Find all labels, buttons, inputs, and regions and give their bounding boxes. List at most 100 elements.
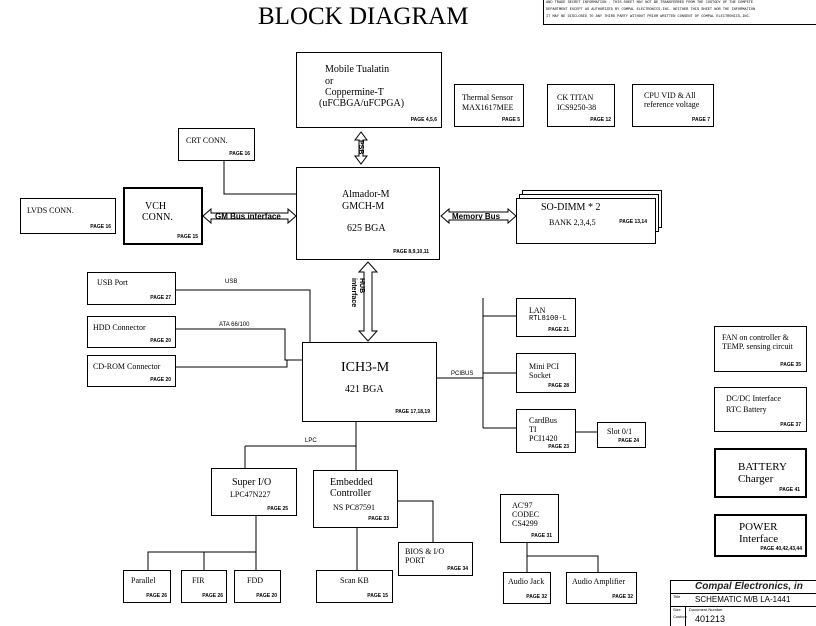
page-ref: PAGE 26 bbox=[146, 593, 167, 599]
clock-part: ICS9250-38 bbox=[557, 103, 597, 112]
dcdc-block: DC/DC Interface RTC Battery PAGE 37 bbox=[714, 387, 807, 432]
thermal-name: Thermal Sensor bbox=[462, 93, 513, 102]
wire-cdrom-ich bbox=[176, 360, 288, 368]
fdd-label: FDD bbox=[247, 576, 264, 585]
wire-superio-fanout bbox=[147, 516, 257, 570]
confidential-line: IT MAY BE DISCLOSED TO ANY THIRD PARTY W… bbox=[546, 15, 751, 19]
thermal-sensor-block: Thermal Sensor MAX1617MEE PAGE 5 bbox=[454, 84, 524, 127]
super-io-block: Super I/O LPC47N227 PAGE 25 bbox=[211, 468, 297, 516]
gm-bus-label: GM Bus interface bbox=[215, 212, 281, 221]
document-number: 401213 bbox=[695, 614, 726, 624]
confidential-line: DEPARTMENT EXCEPT AS AUTHORIZED BY COMPA… bbox=[546, 8, 756, 12]
confidential-line: AND TRADE SECRET INFORMATION . THIS SHEE… bbox=[546, 1, 754, 5]
ac97-codec-block: AC'97 CODEC CS4299 PAGE 31 bbox=[500, 494, 559, 543]
divider bbox=[671, 606, 816, 607]
dcdc-rtc: RTC Battery bbox=[726, 405, 767, 414]
usb-bus-label: USB bbox=[225, 279, 238, 285]
slot-label: Slot 0/1 bbox=[607, 427, 633, 436]
memory-bus-label: Memory Bus bbox=[452, 212, 501, 221]
custom-field-label: Custom bbox=[673, 614, 687, 619]
ec-name: Embedded bbox=[330, 477, 373, 488]
hdd-label: HDD Connector bbox=[93, 323, 146, 332]
psb-label: PSB bbox=[357, 140, 364, 155]
cdrom-label: CD-ROM Connector bbox=[93, 362, 161, 371]
lpc-bus-label: LPC bbox=[305, 438, 317, 444]
lan-name: LAN bbox=[529, 306, 546, 315]
page-ref: PAGE 20 bbox=[256, 593, 277, 599]
hdd-connector-block: HDD Connector PAGE 20 bbox=[87, 316, 176, 348]
page-ref: PAGE 32 bbox=[526, 594, 547, 600]
ac97-part: CS4299 bbox=[512, 519, 538, 528]
size-field-label: Size bbox=[673, 607, 681, 612]
minipci-name: Mini PCI bbox=[529, 362, 560, 371]
wire-crt-gmch bbox=[223, 161, 296, 195]
page-ref: PAGE 13,14 bbox=[619, 219, 647, 225]
cardbus-part: PCI1420 bbox=[529, 434, 558, 443]
cpu-or: or bbox=[325, 76, 334, 87]
minipci-socket: Socket bbox=[529, 371, 551, 380]
cpu-vid-block: CPU VID & All reference voltage PAGE 7 bbox=[632, 84, 714, 127]
hub-interface-label: HUB interface bbox=[349, 278, 365, 307]
battery-name: BATTERY bbox=[738, 461, 787, 473]
ich-block: ICH3-M 421 BGA PAGE 17,18,19 bbox=[302, 342, 437, 422]
wire-usb-ich bbox=[176, 289, 311, 342]
cpu-vid-desc: reference voltage bbox=[644, 100, 700, 109]
sodimm-block: SO-DIMM * 2 BANK 2,3,4,5 PAGE 13,14 bbox=[516, 198, 656, 244]
page-ref: PAGE 15 bbox=[177, 234, 198, 240]
page-ref: PAGE 33 bbox=[368, 516, 389, 522]
page-ref: PAGE 16 bbox=[90, 224, 111, 230]
dcdc-name: DC/DC Interface bbox=[726, 394, 781, 403]
cpu-alt-name: Coppermine-T bbox=[325, 87, 384, 98]
audiojack-label: Audio Jack bbox=[508, 577, 545, 586]
thermal-part: MAX1617MEE bbox=[462, 103, 514, 112]
page-ref: PAGE 27 bbox=[150, 295, 171, 301]
slot-block: Slot 0/1 PAGE 24 bbox=[597, 422, 646, 448]
fan-desc: TEMP. sensing circuit bbox=[722, 342, 793, 351]
cardbus-block: CardBus TI PCI1420 PAGE 23 bbox=[516, 409, 576, 453]
fir-block: FIR PAGE 26 bbox=[181, 570, 227, 603]
page-ref: PAGE 37 bbox=[780, 422, 801, 428]
page-ref: PAGE 17,18,19 bbox=[395, 409, 430, 415]
ich-package: 421 BGA bbox=[345, 384, 384, 395]
clock-name: CK TITAN bbox=[557, 93, 594, 102]
vch-connector-block: VCH CONN. PAGE 15 bbox=[123, 187, 203, 245]
vch-conn: CONN. bbox=[142, 212, 173, 223]
ac97-codec: CODEC bbox=[512, 510, 540, 519]
page-ref: PAGE 20 bbox=[150, 377, 171, 383]
scan-kb-block: Scan KB PAGE 15 bbox=[316, 570, 393, 603]
cpu-vid-name: CPU VID & All bbox=[644, 91, 696, 100]
bios-port-block: BIOS & I/O PORT PAGE 34 bbox=[398, 542, 473, 576]
ich-name: ICH3-M bbox=[341, 360, 390, 375]
parallel-label: Parallel bbox=[131, 576, 156, 585]
embedded-controller-block: Embedded Controller NS PC87591 PAGE 33 bbox=[313, 470, 398, 528]
divider bbox=[671, 593, 816, 594]
sodimm-name: SO-DIMM * 2 bbox=[541, 202, 601, 213]
clock-gen-block: CK TITAN ICS9250-38 PAGE 12 bbox=[547, 84, 615, 127]
gmch-type: GMCH-M bbox=[342, 201, 385, 212]
wire-ac97-amp bbox=[527, 555, 599, 572]
pci-bus-label: PCIBUS bbox=[451, 371, 474, 377]
hub-label-line2: interface bbox=[350, 278, 357, 308]
cpu-package: (uFCBGA/uFCPGA) bbox=[319, 98, 405, 109]
battery-charger-block: BATTERY Charger PAGE 41 bbox=[714, 448, 807, 498]
power-interface: Interface bbox=[739, 533, 779, 545]
ata-bus-label: ATA 66/100 bbox=[219, 322, 250, 328]
title-block: Compal Electronics, in Title SCHEMATIC M… bbox=[670, 580, 816, 626]
usb-label: USB Port bbox=[97, 278, 128, 287]
page-ref: PAGE 32 bbox=[612, 594, 633, 600]
page-ref: PAGE 41 bbox=[779, 487, 800, 493]
scankb-label: Scan KB bbox=[340, 576, 369, 585]
audio-amplifier-block: Audio Amplifier PAGE 32 bbox=[566, 572, 637, 604]
power-name: POWER bbox=[739, 521, 778, 533]
page-ref: PAGE 23 bbox=[548, 444, 569, 450]
superio-name: Super I/O bbox=[232, 477, 272, 488]
battery-charger: Charger bbox=[738, 473, 774, 485]
lan-part: RTL8100-L bbox=[529, 315, 567, 323]
hub-arrow bbox=[357, 261, 379, 342]
divider bbox=[685, 606, 686, 626]
audioamp-label: Audio Amplifier bbox=[572, 577, 626, 586]
page-ref: PAGE 31 bbox=[531, 533, 552, 539]
fan-name: FAN on controller & bbox=[722, 333, 789, 342]
lvds-connector-block: LVDS CONN. PAGE 16 bbox=[20, 198, 116, 234]
